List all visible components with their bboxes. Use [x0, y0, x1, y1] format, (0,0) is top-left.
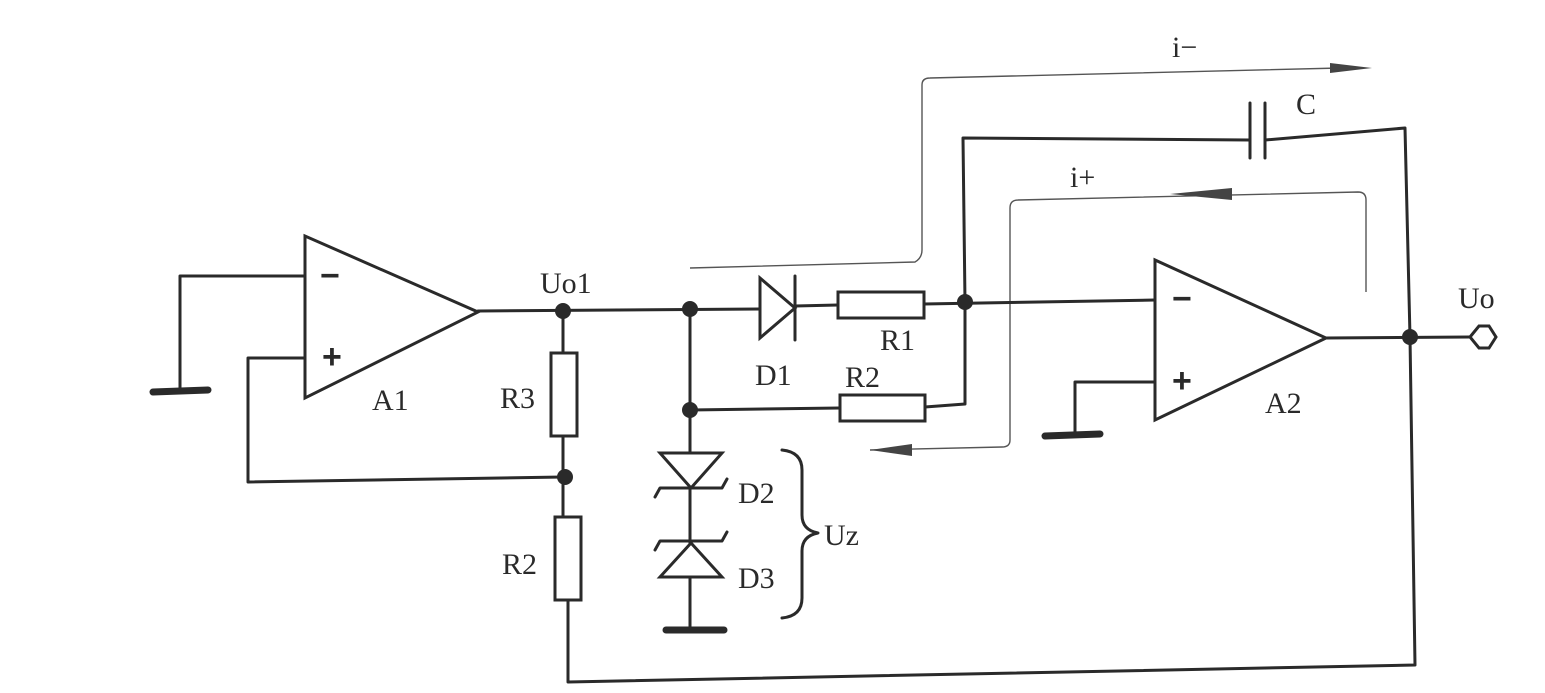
opamp-a2: − + — [1153, 257, 1330, 423]
ground-a2 — [1041, 430, 1104, 440]
current-i-plus-path — [869, 188, 1367, 456]
label-i-minus: i− — [1172, 31, 1197, 64]
junctions — [555, 294, 1418, 485]
label-i-plus: i+ — [1070, 161, 1095, 194]
output-terminal — [1468, 324, 1498, 350]
label-uz: Uz — [824, 519, 859, 552]
label-d3: D3 — [738, 562, 775, 595]
a1-noninverting-sign: + — [322, 338, 342, 376]
ground-a1 — [149, 386, 212, 396]
resistor-r3 — [549, 351, 579, 438]
junction-r2-node — [682, 402, 698, 418]
label-uo1: Uo1 — [540, 267, 592, 300]
a2-inverting-sign: − — [1172, 280, 1192, 318]
label-a1: A1 — [372, 384, 409, 417]
zener-d3 — [653, 530, 729, 579]
diode-d1 — [758, 274, 798, 342]
opamp-a1: − + — [303, 233, 482, 401]
junction-feedback — [557, 469, 573, 485]
a1-inverting-sign: − — [320, 257, 340, 295]
junction-summing — [957, 294, 973, 310]
label-a2: A2 — [1265, 387, 1302, 420]
junction-d1-node — [682, 301, 698, 317]
uz-brace — [780, 448, 820, 620]
junction-uo1 — [555, 303, 571, 319]
current-i-minus-path — [689, 63, 1372, 269]
junction-output — [1402, 329, 1418, 345]
zener-d2 — [653, 451, 729, 499]
label-uo: Uo — [1458, 282, 1495, 315]
resistor-r1 — [836, 290, 926, 320]
label-r3: R3 — [500, 382, 535, 415]
label-d2: D2 — [738, 477, 775, 510]
resistor-r2-bottom — [553, 515, 583, 602]
a2-noninverting-sign: + — [1172, 362, 1192, 400]
resistor-r2-top — [838, 393, 927, 423]
capacitor-c — [1248, 101, 1267, 160]
label-r2-bottom: R2 — [502, 548, 537, 581]
label-d1: D1 — [755, 359, 792, 392]
label-c: C — [1296, 88, 1316, 121]
label-r1: R1 — [880, 324, 915, 357]
label-r2-top: R2 — [845, 361, 880, 394]
